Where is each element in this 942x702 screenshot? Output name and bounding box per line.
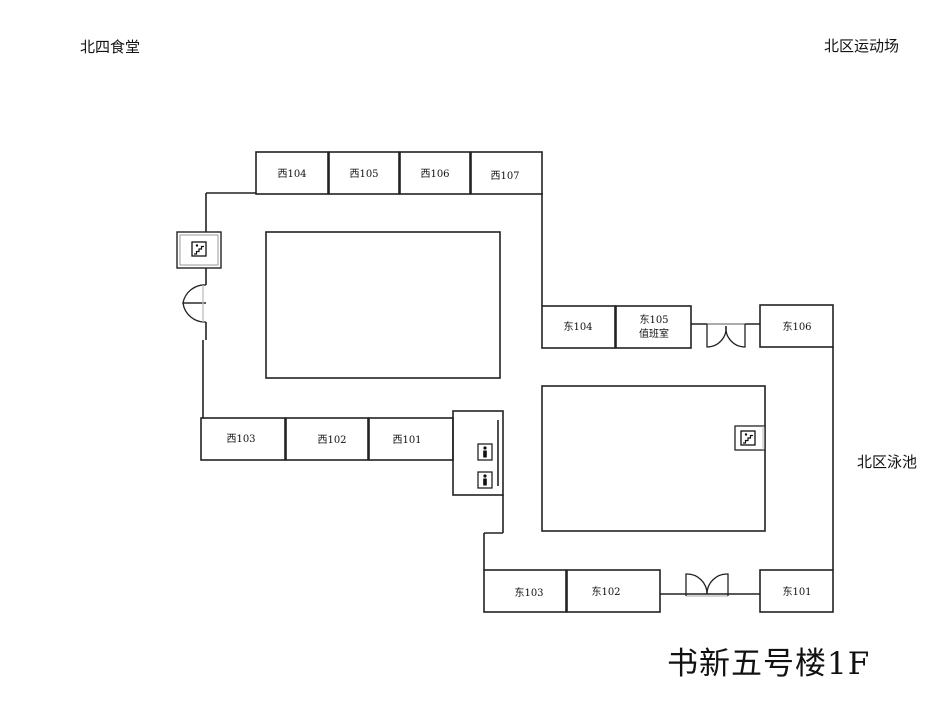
- east-upper-door: [706, 323, 746, 348]
- room-label: 东106: [782, 320, 811, 333]
- east-courtyard: [541, 385, 766, 532]
- room-label: 西103: [226, 434, 255, 445]
- east-stair: [734, 425, 766, 451]
- landmark-label: 北区泳池: [857, 453, 918, 471]
- room-w106: [399, 151, 471, 195]
- west-courtyard: [265, 231, 501, 379]
- room-label: 值班室: [639, 327, 669, 340]
- room-label: 西107: [490, 171, 519, 182]
- restroom-block: [452, 410, 504, 496]
- room-label: 西101: [392, 435, 421, 446]
- room-e102: [566, 569, 661, 613]
- restroom-icon: [477, 471, 493, 489]
- room-label: 西102: [317, 435, 346, 446]
- landmark-label: 北四食堂: [80, 38, 141, 56]
- room-e105: [615, 305, 692, 349]
- room-label: 西106: [420, 169, 449, 180]
- room-label: 西104: [277, 169, 306, 180]
- room-label: 东102: [591, 585, 620, 598]
- restroom-icon: [477, 443, 493, 461]
- room-label: 东104: [563, 320, 592, 333]
- room-label: 东103: [514, 586, 543, 599]
- room-e106: [759, 304, 834, 348]
- west-entrance-door: [182, 284, 207, 323]
- room-e103: [483, 569, 567, 613]
- room-label: 西105: [349, 169, 378, 180]
- room-label: 东105: [639, 313, 668, 326]
- stairs-icon: [191, 241, 207, 257]
- room-w102: [285, 417, 369, 461]
- room-w107: [470, 151, 543, 195]
- west-stair: [176, 231, 222, 269]
- map-title: 书新五号楼1F: [667, 646, 871, 682]
- room-e101: [759, 569, 834, 613]
- landmark-label: 北区运动场: [824, 37, 900, 55]
- room-w104: [255, 151, 329, 195]
- room-w105: [328, 151, 400, 195]
- east-lower-door: [685, 573, 729, 597]
- stairs-icon: [740, 430, 756, 446]
- room-label: 东101: [782, 585, 811, 598]
- room-w103: [200, 417, 286, 461]
- room-e104: [541, 305, 616, 349]
